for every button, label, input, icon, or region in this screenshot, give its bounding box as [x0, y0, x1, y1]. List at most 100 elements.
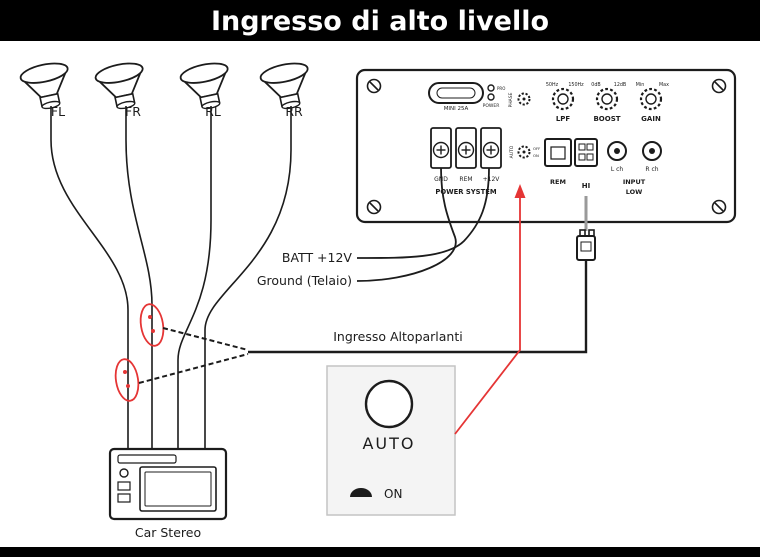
rca-r-pin-icon: [649, 148, 655, 154]
speaker-rim-icon: [94, 62, 144, 84]
stereo-slot-icon: [117, 454, 177, 464]
phase-switch: PHASE: [508, 92, 531, 107]
auto-knob-dot-icon: [522, 150, 526, 154]
led-top-label: PRO: [497, 86, 505, 91]
tap-dot-icon: [123, 370, 127, 374]
tap-lead-upper: [162, 327, 249, 351]
speaker-fl-label: FL: [51, 104, 65, 119]
hi-pin-icon: [586, 143, 594, 151]
auto-callout: [454, 184, 526, 435]
knob-center-icon: [645, 93, 657, 105]
wire-rr: [204, 106, 292, 449]
lpf-min-label: 50Hz: [546, 82, 559, 88]
speaker-wires: [50, 106, 292, 449]
auto-switch-label: AUTO: [509, 145, 515, 158]
input-label: INPUT: [623, 178, 646, 186]
knob-center-icon: [557, 93, 569, 105]
gain-label: GAIN: [641, 115, 661, 123]
title-bar-bg: [0, 0, 760, 41]
hi-input-socket: HI: [574, 138, 598, 190]
hi-socket-icon: [574, 138, 598, 167]
rca-l-pin-icon: [614, 148, 620, 154]
stereo-button-icon: [117, 481, 131, 491]
stereo-knob-icon: [119, 468, 129, 478]
callout-arrowhead-icon: [514, 184, 526, 198]
amplifier-panel: MINI 25A PRO POWER PHASE 50Hz 150Hz LPF …: [355, 68, 737, 224]
page-title: Ingresso di alto livello: [211, 6, 549, 37]
speaker-rr-label: RR: [285, 104, 303, 119]
led-icon: [487, 93, 495, 101]
speaker-rl: RL: [179, 62, 229, 119]
inset-on-label: ON: [384, 487, 402, 501]
lpf-knob: 50Hz 150Hz LPF: [546, 82, 584, 123]
l-ch-label: L ch: [611, 166, 624, 173]
wire-fl: [50, 106, 129, 449]
car-stereo: Car Stereo: [108, 447, 228, 540]
bottom-bar: [0, 547, 760, 557]
v12-label: +12V: [483, 176, 501, 183]
auto-on-inset: AUTO ON: [326, 365, 456, 516]
fuse-inner-icon: [436, 87, 476, 99]
gain-min-label: Min: [636, 82, 645, 88]
tap-lead-lower: [138, 353, 249, 384]
corner-screws: [366, 78, 727, 215]
tap-point-upper: [139, 303, 165, 347]
callout-line: [454, 196, 521, 435]
speaker-rim-icon: [179, 62, 229, 84]
low-label: LOW: [626, 188, 643, 196]
car-stereo-label: Car Stereo: [135, 525, 201, 540]
speaker-rr: RR: [259, 62, 309, 119]
stereo-screen-inner-icon: [144, 471, 212, 507]
batt-label: BATT +12V: [282, 250, 353, 265]
speaker-input-cable: [248, 260, 588, 354]
tap-dot-icon: [126, 384, 130, 388]
batt-wire: [356, 167, 490, 259]
power-system-label: POWER SYSTEM: [435, 188, 496, 196]
rem-label: REM: [550, 178, 566, 186]
gain-max-label: Max: [659, 82, 669, 88]
speaker-fl: FL: [19, 62, 69, 119]
lpf-max-label: 150Hz: [568, 82, 584, 88]
tap-point-lower: [114, 358, 140, 402]
wire-rl: [177, 106, 212, 449]
tap-circle-icon: [139, 303, 165, 347]
hi-pin-icon: [578, 143, 586, 151]
inset-auto-label: AUTO: [362, 434, 415, 453]
speaker-rim-icon: [259, 62, 309, 84]
terminal-screws: [432, 141, 500, 159]
tap-leads: [138, 327, 249, 384]
knob-center-icon: [601, 93, 613, 105]
boost-max-label: 12dB: [614, 82, 626, 88]
title-bar: Ingresso di alto livello: [0, 0, 760, 41]
ground-label: Ground (Telaio): [257, 273, 352, 288]
auto-off-label: OFF: [533, 146, 540, 151]
led-icon: [487, 84, 495, 92]
boost-knob: 0dB 12dB BOOST: [591, 82, 626, 123]
auto-on-label: ON: [533, 153, 539, 158]
hi-label: HI: [582, 182, 590, 190]
speaker-rim-icon: [19, 62, 69, 84]
hi-plug: [576, 196, 596, 261]
phase-knob-dot-icon: [522, 97, 526, 101]
speaker-fr: FR: [94, 62, 144, 119]
rca-inputs: L ch R ch INPUT LOW: [607, 141, 662, 196]
tap-dot-icon: [148, 315, 152, 319]
auto-sense-switch: AUTO OFF ON: [509, 145, 540, 159]
speaker-fr-label: FR: [125, 104, 141, 119]
tap-circle-icon: [114, 358, 140, 402]
inset-knob-icon: [364, 379, 414, 429]
fuse-holder: MINI 25A: [428, 82, 484, 112]
phase-label: PHASE: [508, 92, 514, 107]
boost-min-label: 0dB: [591, 82, 600, 88]
lpf-label: LPF: [556, 115, 571, 123]
boost-label: BOOST: [593, 115, 620, 123]
hi-pin-icon: [578, 153, 586, 161]
gain-knob: Min Max GAIN: [636, 82, 669, 123]
rem-terminal-label: REM: [459, 176, 472, 183]
hi-pin-icon: [586, 153, 594, 161]
on-position-icon: [350, 488, 372, 497]
rem-jack: REM: [544, 138, 572, 186]
rem-jack-inner-icon: [550, 146, 566, 160]
